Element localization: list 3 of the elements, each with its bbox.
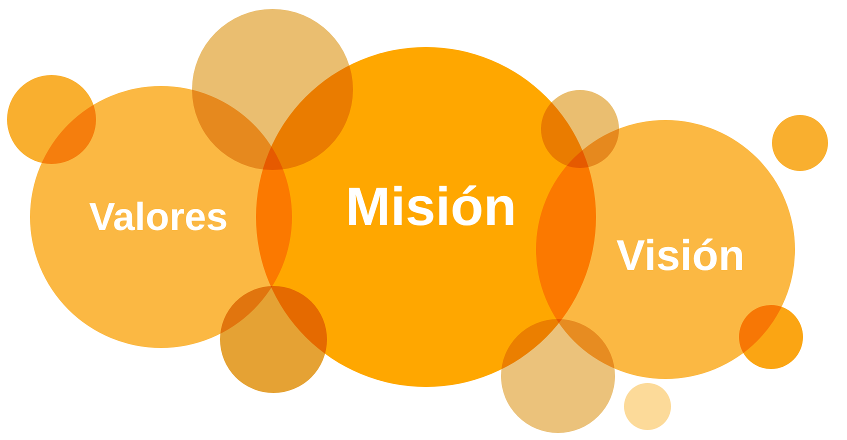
circle-label: Misión: [346, 180, 516, 234]
circle-label: Visión: [616, 234, 745, 278]
circle-label: Valores: [89, 198, 228, 236]
